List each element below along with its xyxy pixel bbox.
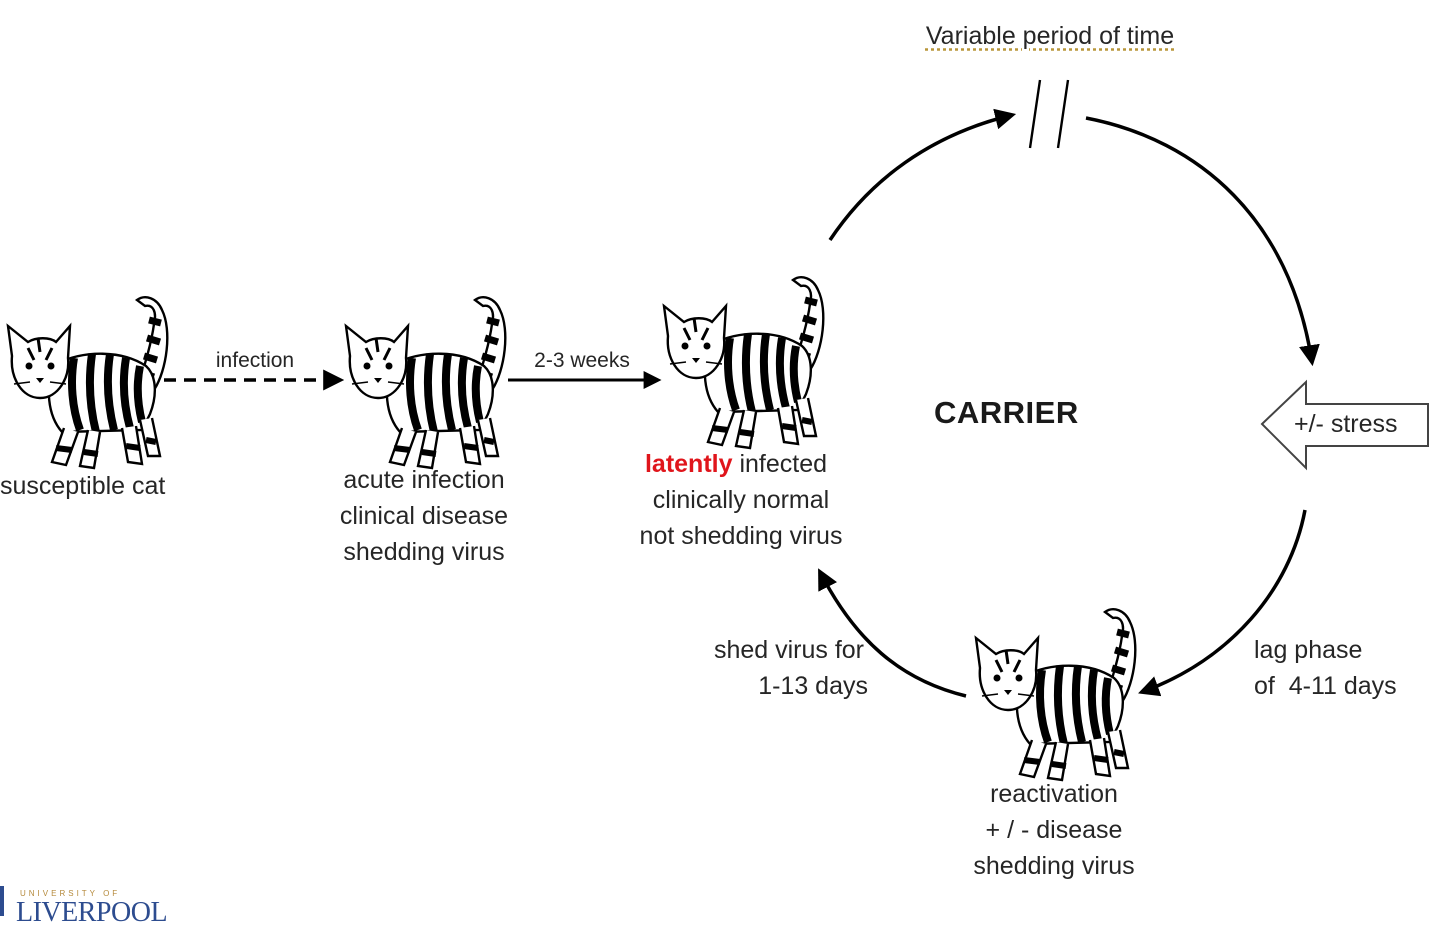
acute-infection-label: acute infection — [343, 466, 505, 494]
arc-period-to-stress-arrow — [1085, 116, 1320, 367]
carrier-label: CARRIER — [934, 395, 1079, 430]
weeks-label: 2-3 weeks — [534, 349, 630, 372]
shed-virus-label: shed virus for — [713, 636, 864, 664]
shed-days-label: 1-13 days — [758, 672, 868, 700]
period-break-marks — [1028, 79, 1070, 149]
infection-label: infection — [215, 349, 295, 372]
stress-label: +/- stress — [1294, 410, 1398, 438]
reactivation-label: reactivation — [990, 780, 1118, 808]
arc-reactivation-to-latent-arrow — [818, 568, 967, 698]
logo-bar — [0, 886, 4, 916]
not-shedding-label: not shedding virus — [639, 522, 843, 550]
disease-label: + / - disease — [985, 816, 1123, 844]
cat-latent-illustration — [664, 277, 823, 448]
acute-shedding-label: shedding virus — [343, 538, 505, 566]
arc-stress-to-reactivation-arrow — [1138, 509, 1307, 697]
variable-period-label: Variable period of time — [925, 22, 1175, 50]
arc-latent-to-period-arrow — [828, 108, 1017, 241]
infected-text: infected — [732, 450, 828, 478]
logo-liverpool-text: LIVERPOOL — [16, 897, 168, 928]
clinically-normal-label: clinically normal — [652, 486, 830, 514]
latently-highlight: latently — [644, 450, 733, 478]
latently-infected-label: latently infected — [616, 446, 856, 482]
lag-phase-label: lag phase — [1254, 636, 1363, 664]
cat-reactivation-illustration — [976, 609, 1135, 780]
cat-acute-illustration — [346, 297, 505, 468]
lag-days-label: of 4-11 days — [1254, 672, 1397, 700]
clinical-disease-label: clinical disease — [339, 502, 509, 530]
susceptible-cat-label: susceptible cat — [0, 472, 166, 500]
stress-arrow-shape — [1260, 379, 1429, 471]
logo-university-text: UNIVERSITY OF — [20, 889, 121, 898]
cat-susceptible-illustration — [8, 297, 167, 468]
reactivation-shedding-label: shedding virus — [973, 852, 1135, 880]
